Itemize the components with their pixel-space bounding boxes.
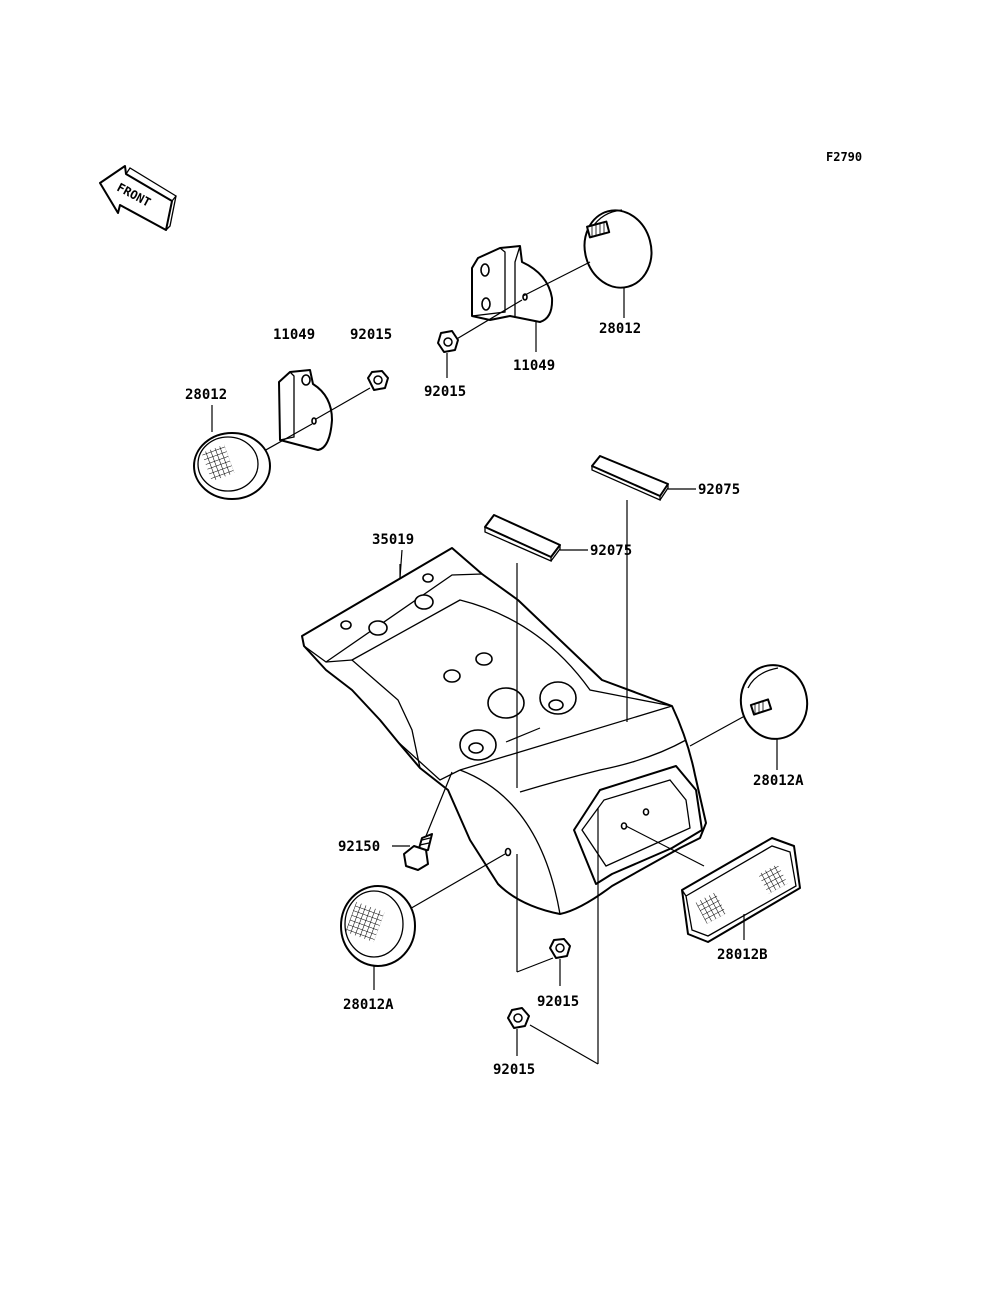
nut-bottom-right xyxy=(549,938,571,959)
reflector-side-left xyxy=(340,885,416,967)
figure-code: F2790 xyxy=(826,150,862,164)
bracket-top-left xyxy=(278,369,333,451)
label-28012A-right: 28012A xyxy=(753,773,804,789)
rear-fender xyxy=(301,547,707,915)
label-28012-top-left: 28012 xyxy=(185,387,227,403)
pad-lower xyxy=(484,514,561,562)
label-92015-bottom-left: 92015 xyxy=(493,1062,535,1078)
label-28012B: 28012B xyxy=(717,947,768,963)
label-11049-top-left: 11049 xyxy=(273,327,315,343)
bolt xyxy=(403,833,433,871)
reflector-top-right xyxy=(583,209,653,289)
reflector-side-right xyxy=(739,664,809,740)
reflector-rear xyxy=(681,837,801,943)
label-92015-top-left: 92015 xyxy=(350,327,392,343)
label-92075-lower: 92075 xyxy=(590,543,632,559)
reflector-top-left xyxy=(193,432,271,500)
label-92015-bottom-right: 92015 xyxy=(537,994,579,1010)
nut-bottom-left xyxy=(507,1007,530,1029)
bracket-top-right xyxy=(471,245,554,323)
label-92150: 92150 xyxy=(338,839,380,855)
label-92075-upper: 92075 xyxy=(698,482,740,498)
nut-top-right xyxy=(437,330,459,353)
label-28012-top-right: 28012 xyxy=(599,321,641,337)
label-35019: 35019 xyxy=(372,532,414,548)
label-28012A-left: 28012A xyxy=(343,997,394,1013)
nut-top-left xyxy=(367,370,389,391)
pad-upper xyxy=(591,455,669,501)
label-11049-top-right: 11049 xyxy=(513,358,555,374)
front-arrow-icon: FRONT xyxy=(99,165,177,231)
label-92015-top-right: 92015 xyxy=(424,384,466,400)
